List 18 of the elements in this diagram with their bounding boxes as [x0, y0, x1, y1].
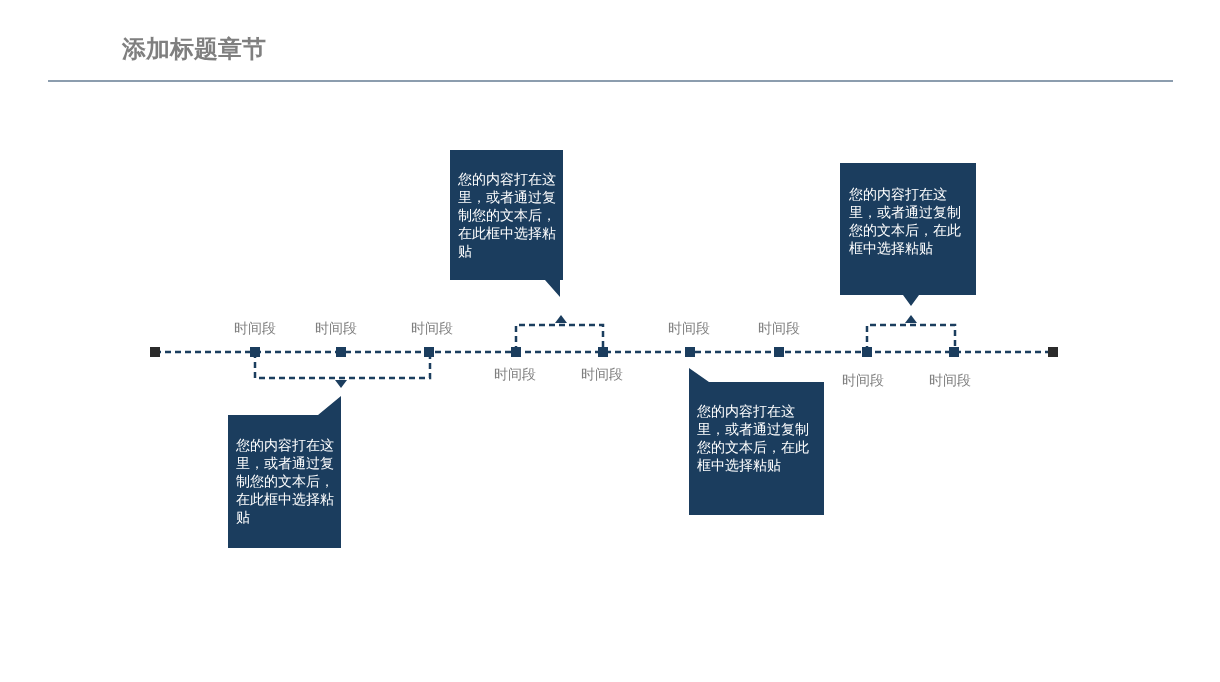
callout-text: 您的内容打在这里，或者通过复制您的文本后，在此框中选择粘贴 — [697, 402, 810, 474]
time-label: 时间段 — [411, 320, 453, 338]
callout-text: 您的内容打在这里，或者通过复制您的文本后，在此框中选择粘贴 — [458, 170, 556, 260]
callout-text: 您的内容打在这里，或者通过复制您的文本后，在此框中选择粘贴 — [236, 436, 334, 526]
time-label: 时间段 — [758, 320, 800, 338]
time-label: 时间段 — [494, 366, 536, 384]
time-label: 时间段 — [581, 366, 623, 384]
time-label: 时间段 — [234, 320, 276, 338]
page-title: 添加标题章节 — [122, 34, 266, 64]
callout-box — [228, 396, 341, 548]
time-label: 时间段 — [668, 320, 710, 338]
callout-box — [450, 150, 563, 297]
callout-text: 您的内容打在这里，或者通过复制您的文本后，在此框中选择粘贴 — [849, 185, 962, 257]
callout-box — [689, 368, 824, 515]
time-label: 时间段 — [842, 372, 884, 390]
callout-box — [840, 163, 976, 306]
time-label: 时间段 — [929, 372, 971, 390]
time-label: 时间段 — [315, 320, 357, 338]
